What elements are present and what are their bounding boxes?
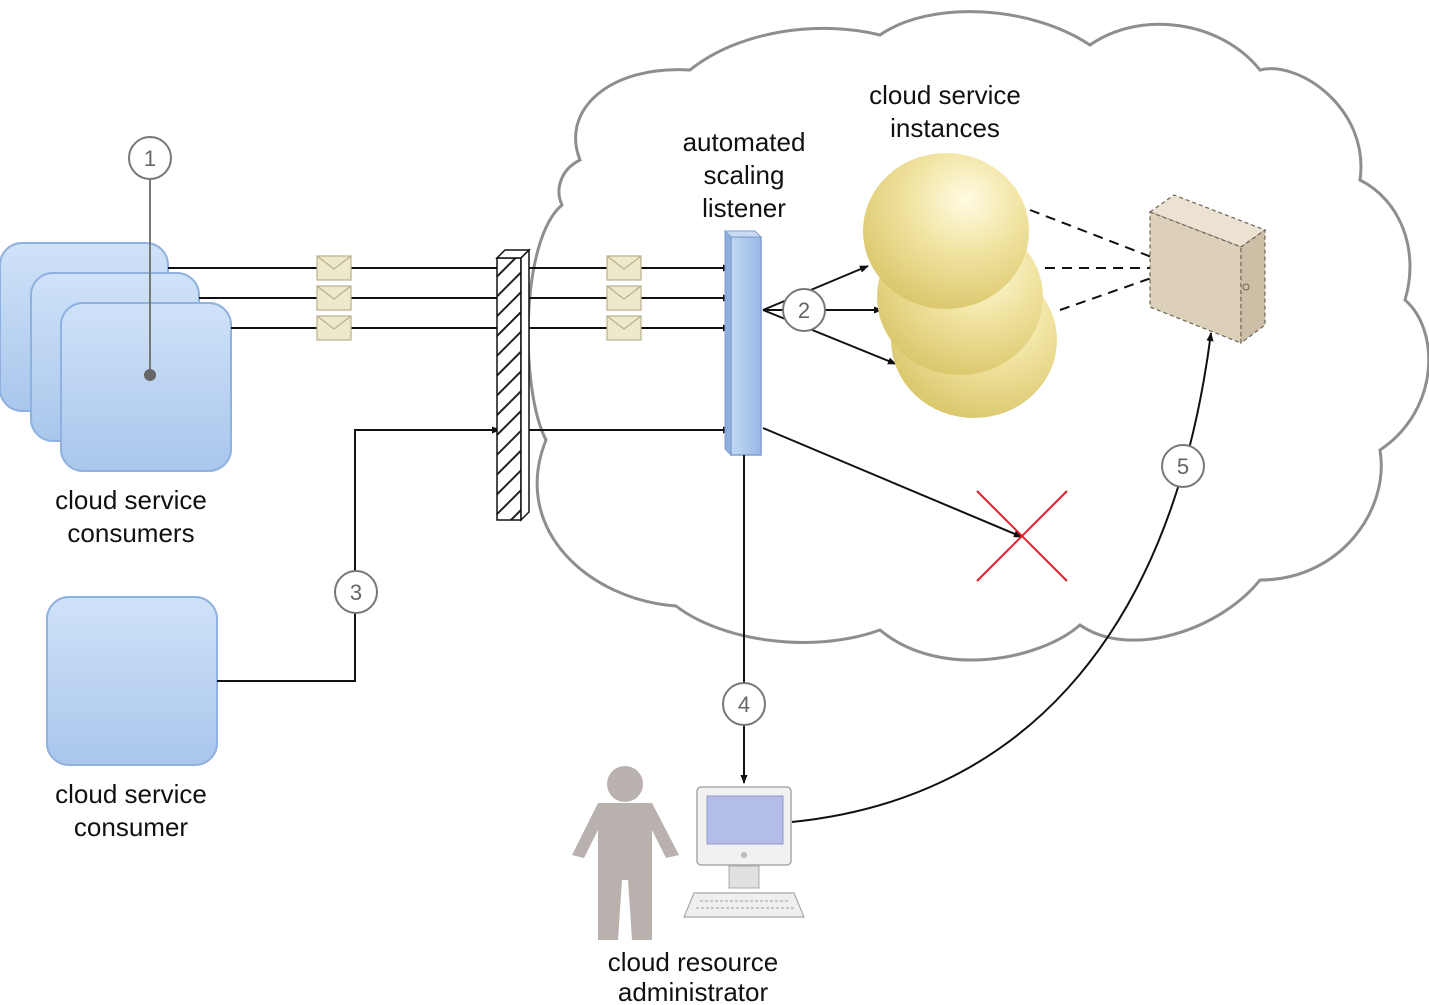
- step-marker-5: 5: [1161, 444, 1205, 488]
- computer-workstation-icon: [683, 786, 805, 918]
- step-marker-3: 3: [334, 570, 378, 614]
- listener-label-line2: scaling: [704, 160, 785, 190]
- cloud-service-consumer-icon: [60, 302, 232, 472]
- admin-label-line2: administrator: [618, 977, 769, 1005]
- listener-label-line1: automated: [683, 127, 806, 157]
- svg-text:3: 3: [350, 580, 362, 605]
- envelope-icon: [316, 315, 352, 341]
- red-x-icon: [976, 490, 1068, 582]
- cloud-service-instances-group: [863, 153, 1057, 418]
- envelope-icon: [606, 315, 642, 341]
- svg-text:2: 2: [798, 298, 810, 323]
- hatched-barrier-icon: [495, 248, 531, 522]
- consumer-label-line2: consumer: [74, 812, 188, 842]
- cloud-service-instance-icon: [863, 153, 1029, 309]
- cloud-service-consumers-stack: [0, 242, 232, 472]
- envelope-icon: [606, 285, 642, 311]
- person-icon: [572, 766, 679, 940]
- envelope-icon: [606, 255, 642, 281]
- step-marker-4: 4: [722, 682, 766, 726]
- consumers-label-line1: cloud service: [55, 485, 207, 515]
- instances-label-line2: instances: [890, 113, 1000, 143]
- envelope-icon: [316, 285, 352, 311]
- svg-text:4: 4: [738, 692, 750, 717]
- step-marker-1: 1: [128, 136, 172, 180]
- envelope-icon: [316, 255, 352, 281]
- automated-scaling-listener-icon: [723, 229, 763, 457]
- svg-text:5: 5: [1177, 454, 1189, 479]
- svg-text:1: 1: [144, 146, 156, 171]
- cloud-service-consumer-icon: [46, 596, 218, 766]
- physical-server-icon: [1148, 194, 1267, 345]
- admin-label-line1: cloud resource: [608, 947, 779, 977]
- consumers-label-line2: consumers: [67, 518, 194, 548]
- listener-label-line3: listener: [702, 193, 786, 223]
- consumer-label-line1: cloud service: [55, 779, 207, 809]
- instances-label-line1: cloud service: [869, 80, 1021, 110]
- step-marker-2: 2: [782, 288, 826, 332]
